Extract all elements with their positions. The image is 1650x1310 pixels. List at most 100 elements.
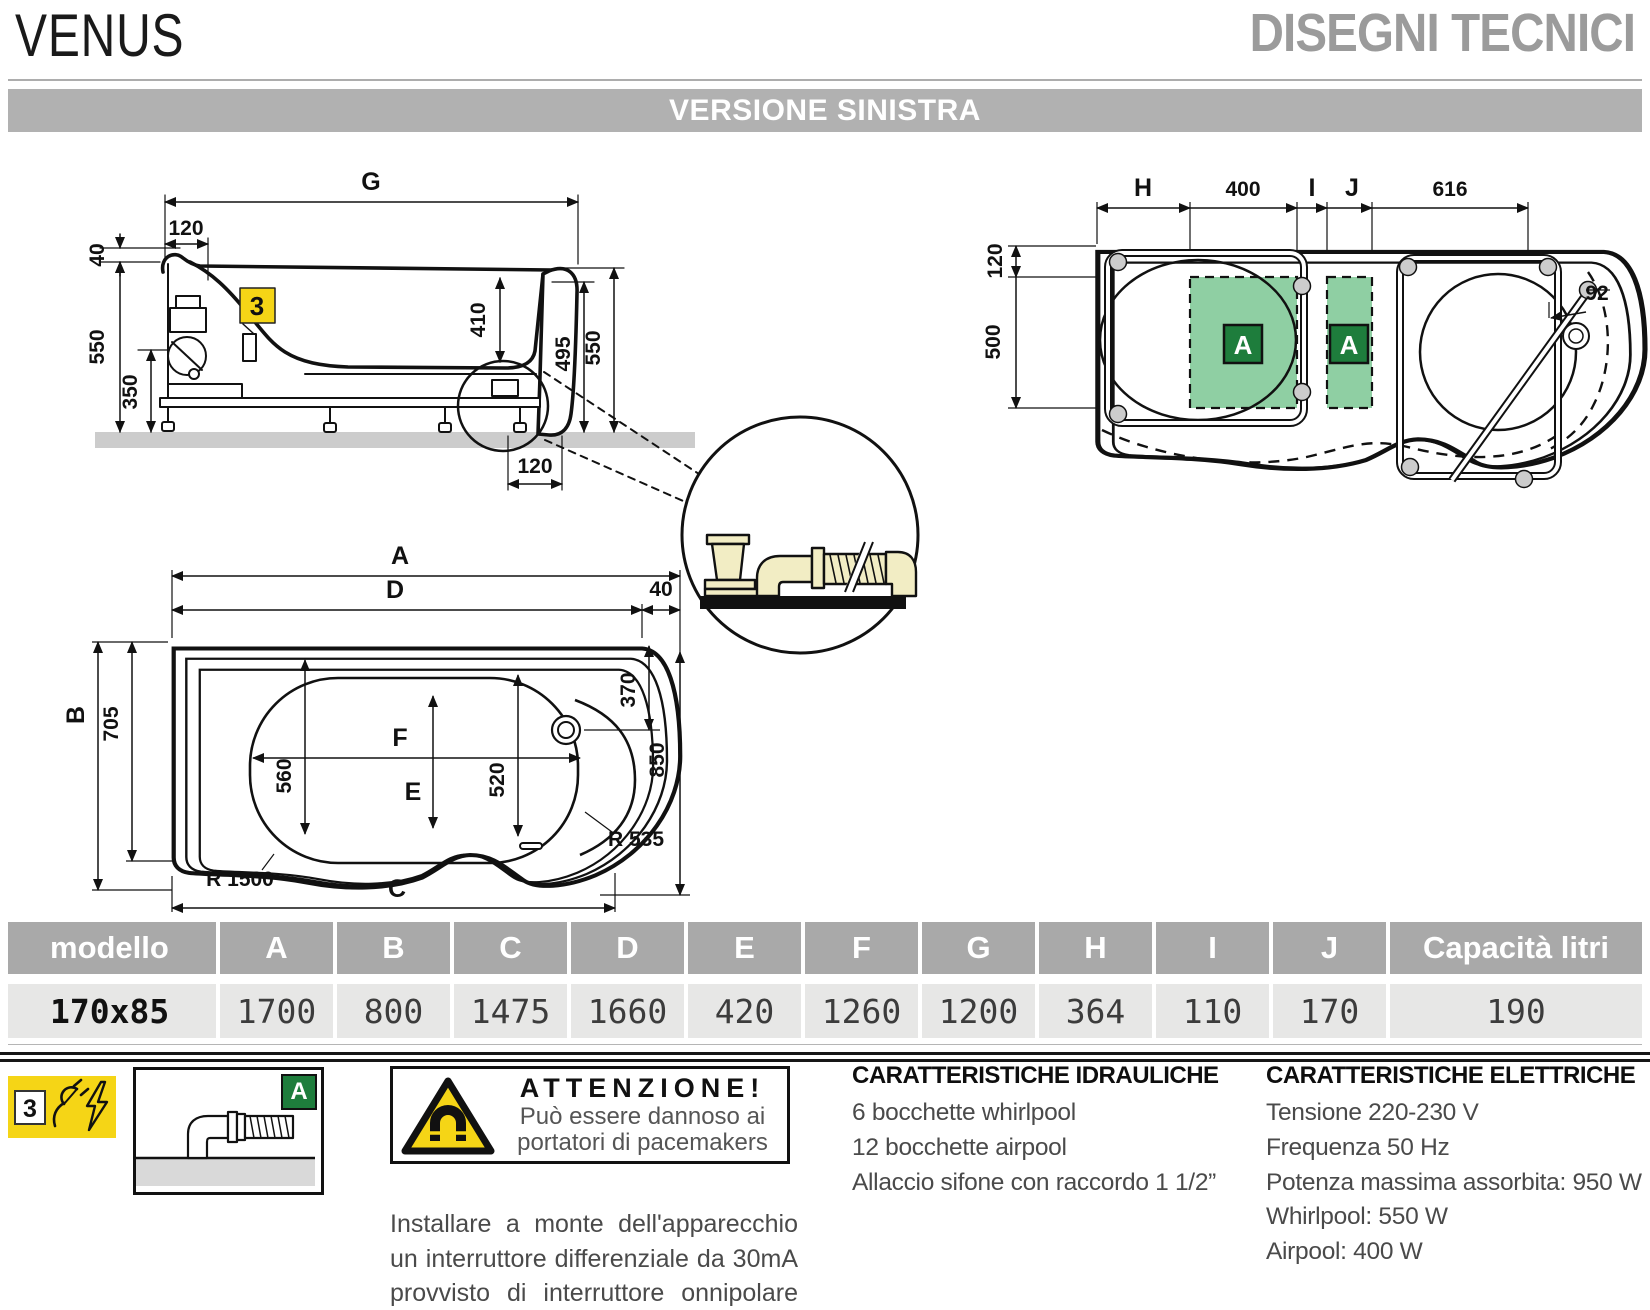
dim-350: 350 xyxy=(119,374,142,409)
dim-c: C xyxy=(388,875,406,903)
dim-495: 495 xyxy=(552,336,575,371)
table-header-b: B xyxy=(337,922,450,974)
dim-a: A xyxy=(391,542,409,570)
table-header-capacita: Capacità litri xyxy=(1390,922,1642,974)
electric-item: Whirlpool: 550 W xyxy=(1266,1203,1448,1231)
table-header-i: I xyxy=(1156,922,1269,974)
attention-line-2: portatori di pacemakers xyxy=(517,1128,768,1156)
area-a-label-2: A xyxy=(1340,330,1359,360)
product-name: VENUS xyxy=(15,2,185,69)
dim-850: 850 xyxy=(646,742,669,777)
detail-a-badge: A xyxy=(281,1074,317,1110)
section-divider-1 xyxy=(0,1052,1650,1055)
table-header-d: D xyxy=(571,922,684,974)
attention-line-1: Può essere dannoso ai xyxy=(519,1103,766,1131)
dim-e: E xyxy=(405,778,422,806)
plan-view-drawing: A D 40 B 705 F E xyxy=(62,542,690,913)
frame-feet-top xyxy=(1108,252,1598,489)
table-cell-c: 1475 xyxy=(454,984,567,1038)
electric-warning-pictogram: 3 xyxy=(8,1076,116,1143)
hydraulic-item: 12 bocchette airpool xyxy=(852,1133,1067,1161)
dim-400: 400 xyxy=(1225,178,1260,201)
drain-icon xyxy=(550,714,582,746)
side-view-drawing: G 120 40 550 350 xyxy=(86,168,703,505)
page-title: DISEGNI TECNICI xyxy=(1249,3,1636,63)
technical-drawings: G 120 40 550 350 xyxy=(62,168,1650,913)
detail-leader-lines xyxy=(543,371,703,505)
electric-item: Airpool: 400 W xyxy=(1266,1238,1423,1266)
dim-550-right: 550 xyxy=(582,330,605,365)
plug-icon xyxy=(52,1078,90,1128)
tub-shell-profile xyxy=(188,260,545,370)
electric-characteristics: CARATTERISTICHE ELETTRICHE Tensione 220-… xyxy=(1266,1062,1650,1270)
table-header-g: G xyxy=(922,922,1035,974)
magnet-icon xyxy=(430,1105,466,1141)
detail-reference-circle xyxy=(456,359,550,453)
frame-post xyxy=(167,263,243,423)
table-cell-d: 1660 xyxy=(571,984,684,1038)
table-cell-b: 800 xyxy=(337,984,450,1038)
dimensions-table: modello A B C D E F G H I J Capacità lit… xyxy=(8,922,1642,1038)
dim-40: 40 xyxy=(86,243,109,266)
tub-end-panel xyxy=(536,266,579,437)
top-view-drawing: H 400 I J 616 120 500 xyxy=(982,174,1645,489)
dim-120-topview: 120 xyxy=(984,243,1007,278)
header-divider xyxy=(8,79,1642,81)
dim-r1500: R 1500 xyxy=(206,868,274,891)
table-cell-capacita: 190 xyxy=(1390,984,1642,1038)
dim-f: F xyxy=(392,724,407,752)
dim-r535: R 535 xyxy=(608,828,664,851)
electric-title: CARATTERISTICHE ELETTRICHE xyxy=(1266,1062,1636,1089)
table-cell-a: 1700 xyxy=(220,984,333,1038)
pump-unit xyxy=(167,295,257,380)
dim-120-bottom: 120 xyxy=(517,455,552,478)
dim-i: I xyxy=(1309,174,1316,202)
attention-box: ATTENZIONE! Può essere dannoso ai portat… xyxy=(390,1066,790,1164)
table-header-c: C xyxy=(454,922,567,974)
warning-triangle-icon xyxy=(401,1077,495,1155)
table-cell-h: 364 xyxy=(1039,984,1152,1038)
table-header-j: J xyxy=(1273,922,1386,974)
electric-item: Tensione 220-230 V xyxy=(1266,1099,1479,1126)
dim-560: 560 xyxy=(273,758,296,793)
version-banner-label: VERSIONE SINISTRA xyxy=(669,93,981,127)
lightning-icon xyxy=(85,1080,109,1132)
table-cell-f: 1260 xyxy=(805,984,918,1038)
dim-500: 500 xyxy=(982,324,1005,359)
dim-705: 705 xyxy=(100,706,123,741)
table-cell-i: 110 xyxy=(1156,984,1269,1038)
dim-120-top: 120 xyxy=(168,217,203,240)
table-cell-e: 420 xyxy=(688,984,801,1038)
table-cell-model: 170x85 xyxy=(8,984,216,1038)
dim-j: J xyxy=(1345,174,1359,202)
dim-40-plan: 40 xyxy=(649,578,672,601)
table-header-modello: modello xyxy=(8,922,216,974)
dim-b: B xyxy=(62,706,90,724)
hydraulic-item: Allaccio sifone con raccordo 1 1/2” xyxy=(852,1168,1216,1196)
siphon-connection-box: A xyxy=(133,1067,324,1195)
electric-item: Frequenza 50 Hz xyxy=(1266,1133,1450,1161)
section-divider-2 xyxy=(0,1059,1650,1062)
electric-item: Potenza massima assorbita: 950 W xyxy=(1266,1168,1642,1196)
attention-text: ATTENZIONE! Può essere dannoso ai portat… xyxy=(506,1074,779,1155)
frame-feet xyxy=(161,421,527,433)
area-a-badges: A A xyxy=(1222,323,1370,365)
dim-410: 410 xyxy=(467,302,490,337)
frame-rail xyxy=(159,397,541,408)
dim-520: 520 xyxy=(486,762,509,797)
area-a-label-1: A xyxy=(1234,330,1253,360)
callout-3-badge xyxy=(239,287,276,324)
bathing-basin xyxy=(248,676,580,865)
tub-deck-line xyxy=(160,252,554,274)
table-header-e: E xyxy=(688,922,801,974)
dim-h: H xyxy=(1134,174,1152,202)
attention-title: ATTENZIONE! xyxy=(519,1073,766,1104)
hydraulic-characteristics: CARATTERISTICHE IDRAULICHE 6 bocchette w… xyxy=(852,1062,1262,1200)
hydraulic-title: CARATTERISTICHE IDRAULICHE xyxy=(852,1062,1219,1089)
table-cell-j: 170 xyxy=(1273,984,1386,1038)
table-header-a: A xyxy=(220,922,333,974)
installation-note: Installare a monte dell'apparecchio un i… xyxy=(390,1210,798,1307)
dim-92: 92 xyxy=(1585,282,1608,305)
floor-strip xyxy=(95,432,695,448)
